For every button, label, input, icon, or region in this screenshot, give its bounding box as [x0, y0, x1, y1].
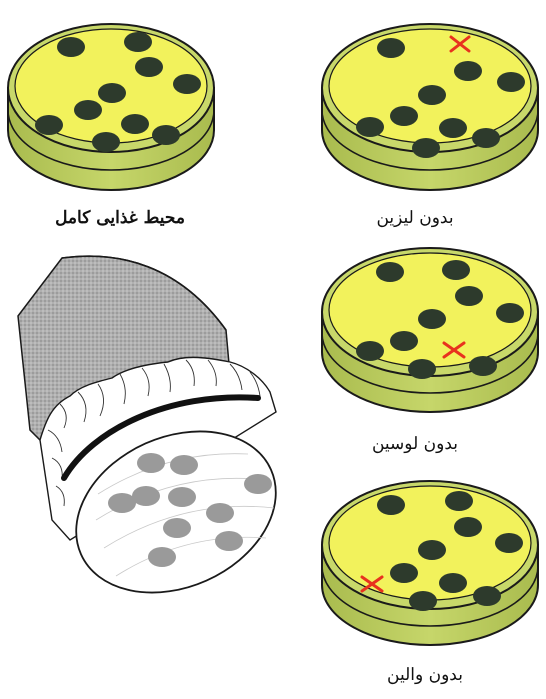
- colony: [98, 83, 126, 103]
- colony: [497, 72, 525, 92]
- colony: [445, 491, 473, 511]
- colony: [377, 495, 405, 515]
- colony: [442, 260, 470, 280]
- colony: [35, 115, 63, 135]
- colony: [74, 100, 102, 120]
- colony: [408, 359, 436, 379]
- colony: [455, 286, 483, 306]
- imprint-colony: [206, 503, 234, 523]
- colony: [472, 128, 500, 148]
- imprint-colony: [215, 531, 243, 551]
- colony: [377, 38, 405, 58]
- colony: [412, 138, 440, 158]
- imprint-colony: [244, 474, 272, 494]
- imprint-colony: [108, 493, 136, 513]
- colony: [390, 331, 418, 351]
- colony: [356, 341, 384, 361]
- imprint-colony: [148, 547, 176, 567]
- colony: [390, 106, 418, 126]
- colony: [418, 85, 446, 105]
- colony: [390, 563, 418, 583]
- imprint-colony: [168, 487, 196, 507]
- colony: [496, 303, 524, 323]
- colony: [356, 117, 384, 137]
- label-complete-medium: محیط غذایی کامل: [25, 208, 215, 228]
- colony: [439, 118, 467, 138]
- label-no-lysine: بدون لیزین: [345, 208, 485, 228]
- colony: [439, 573, 467, 593]
- colony: [57, 37, 85, 57]
- imprint-colony: [137, 453, 165, 473]
- imprint-colony: [132, 486, 160, 506]
- colony: [454, 61, 482, 81]
- colony: [376, 262, 404, 282]
- imprint-colony: [163, 518, 191, 538]
- colony: [92, 132, 120, 152]
- label-no-leucine: بدون لوسین: [345, 434, 485, 454]
- colony: [152, 125, 180, 145]
- plate-no-leucine: [322, 248, 538, 412]
- colony: [454, 517, 482, 537]
- colony: [473, 586, 501, 606]
- colony: [124, 32, 152, 52]
- plate-no-valine: [322, 481, 538, 645]
- colony: [173, 74, 201, 94]
- velvet-replica-stamp-icon: [18, 256, 302, 623]
- imprint-colony: [170, 455, 198, 475]
- plate-no-lysine: [322, 24, 538, 190]
- colony: [469, 356, 497, 376]
- colony: [495, 533, 523, 553]
- colony: [135, 57, 163, 77]
- colony: [418, 540, 446, 560]
- colony: [121, 114, 149, 134]
- colony: [418, 309, 446, 329]
- label-no-valine: بدون والین: [355, 665, 495, 685]
- colony: [409, 591, 437, 611]
- plate-complete-medium: [8, 24, 214, 190]
